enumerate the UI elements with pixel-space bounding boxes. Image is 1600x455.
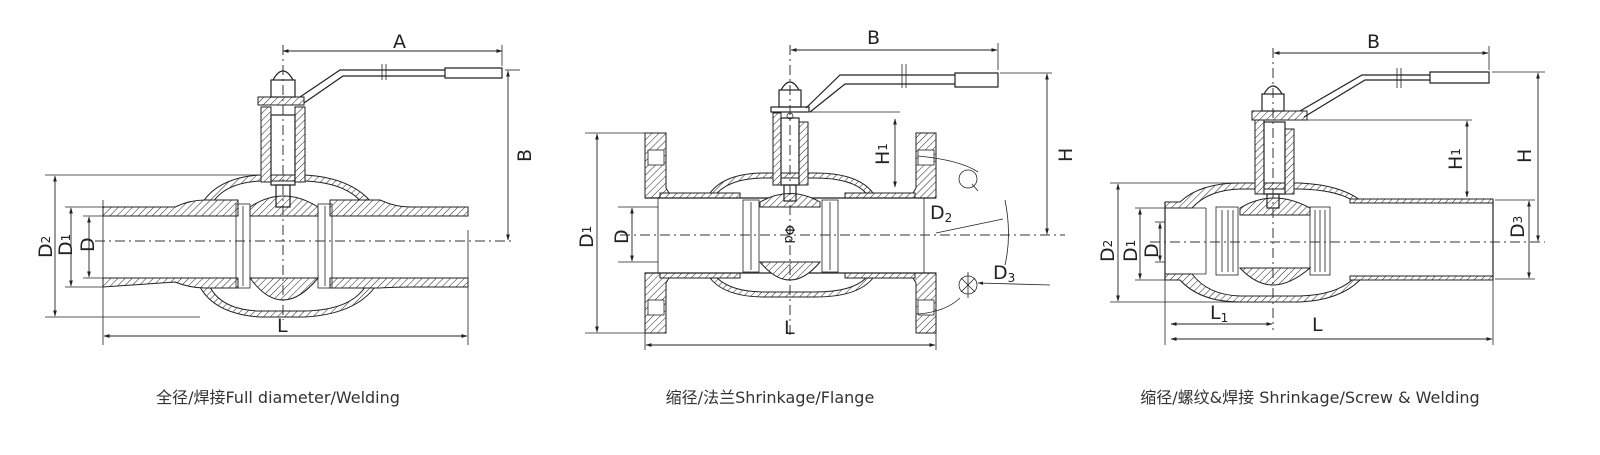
drawing-full-diameter-welding: A B D2 D1 D L bbox=[35, 31, 536, 345]
label-A: A bbox=[393, 31, 406, 53]
valve-body bbox=[645, 172, 936, 298]
label-D2: D2 bbox=[35, 236, 57, 258]
label-D1: D1 bbox=[55, 234, 77, 256]
label-L1: L1 bbox=[1210, 302, 1228, 325]
handle-lever bbox=[1299, 71, 1490, 118]
valve-body bbox=[1164, 182, 1494, 303]
label-B: B bbox=[514, 149, 536, 162]
handle-lever bbox=[805, 72, 999, 113]
label-D: D bbox=[77, 237, 99, 252]
label-B: B bbox=[867, 27, 880, 49]
drawing-shrinkage-screw-welding: B H H1 D3 D2 D1 D L1 L bbox=[1097, 31, 1545, 345]
stem-assembly bbox=[1251, 85, 1308, 209]
label-D1: D1 bbox=[576, 226, 598, 248]
label-B: B bbox=[1367, 31, 1380, 53]
dimensions bbox=[45, 45, 520, 345]
dimensions bbox=[585, 43, 1052, 350]
caption-shrinkage-flange: 缩径/法兰Shrinkage/Flange bbox=[665, 388, 875, 407]
label-L: L bbox=[1312, 314, 1323, 336]
label-H: H bbox=[1055, 148, 1077, 162]
label-D: D bbox=[611, 229, 633, 244]
label-L: L bbox=[277, 315, 288, 337]
label-H1: H1 bbox=[1445, 148, 1467, 170]
stem-assembly bbox=[257, 70, 306, 208]
drawing-shrinkage-flange: B H H1 D1 D Φd D2 D3 L bbox=[576, 27, 1077, 350]
label-D3: D3 bbox=[993, 262, 1015, 285]
label-L: L bbox=[784, 317, 795, 339]
label-D: D bbox=[1141, 243, 1163, 258]
label-D1: D1 bbox=[1120, 240, 1142, 262]
caption-full-diameter-welding: 全径/焊接Full diameter/Welding bbox=[156, 388, 400, 407]
caption-shrinkage-screw-welding: 缩径/螺纹&焊接 Shrinkage/Screw & Welding bbox=[1140, 388, 1480, 407]
label-D3: D3 bbox=[1507, 216, 1529, 238]
label-D2: D2 bbox=[930, 202, 952, 225]
label-H1: H1 bbox=[872, 143, 894, 165]
label-D2: D2 bbox=[1097, 240, 1119, 262]
Q-symbol bbox=[958, 169, 978, 189]
flanges bbox=[644, 132, 937, 334]
label-H: H bbox=[1514, 149, 1536, 163]
valve-body bbox=[102, 174, 469, 318]
dimensions bbox=[1110, 46, 1545, 345]
handle-lever bbox=[299, 67, 503, 104]
label-phi-d: Φd bbox=[781, 225, 796, 243]
